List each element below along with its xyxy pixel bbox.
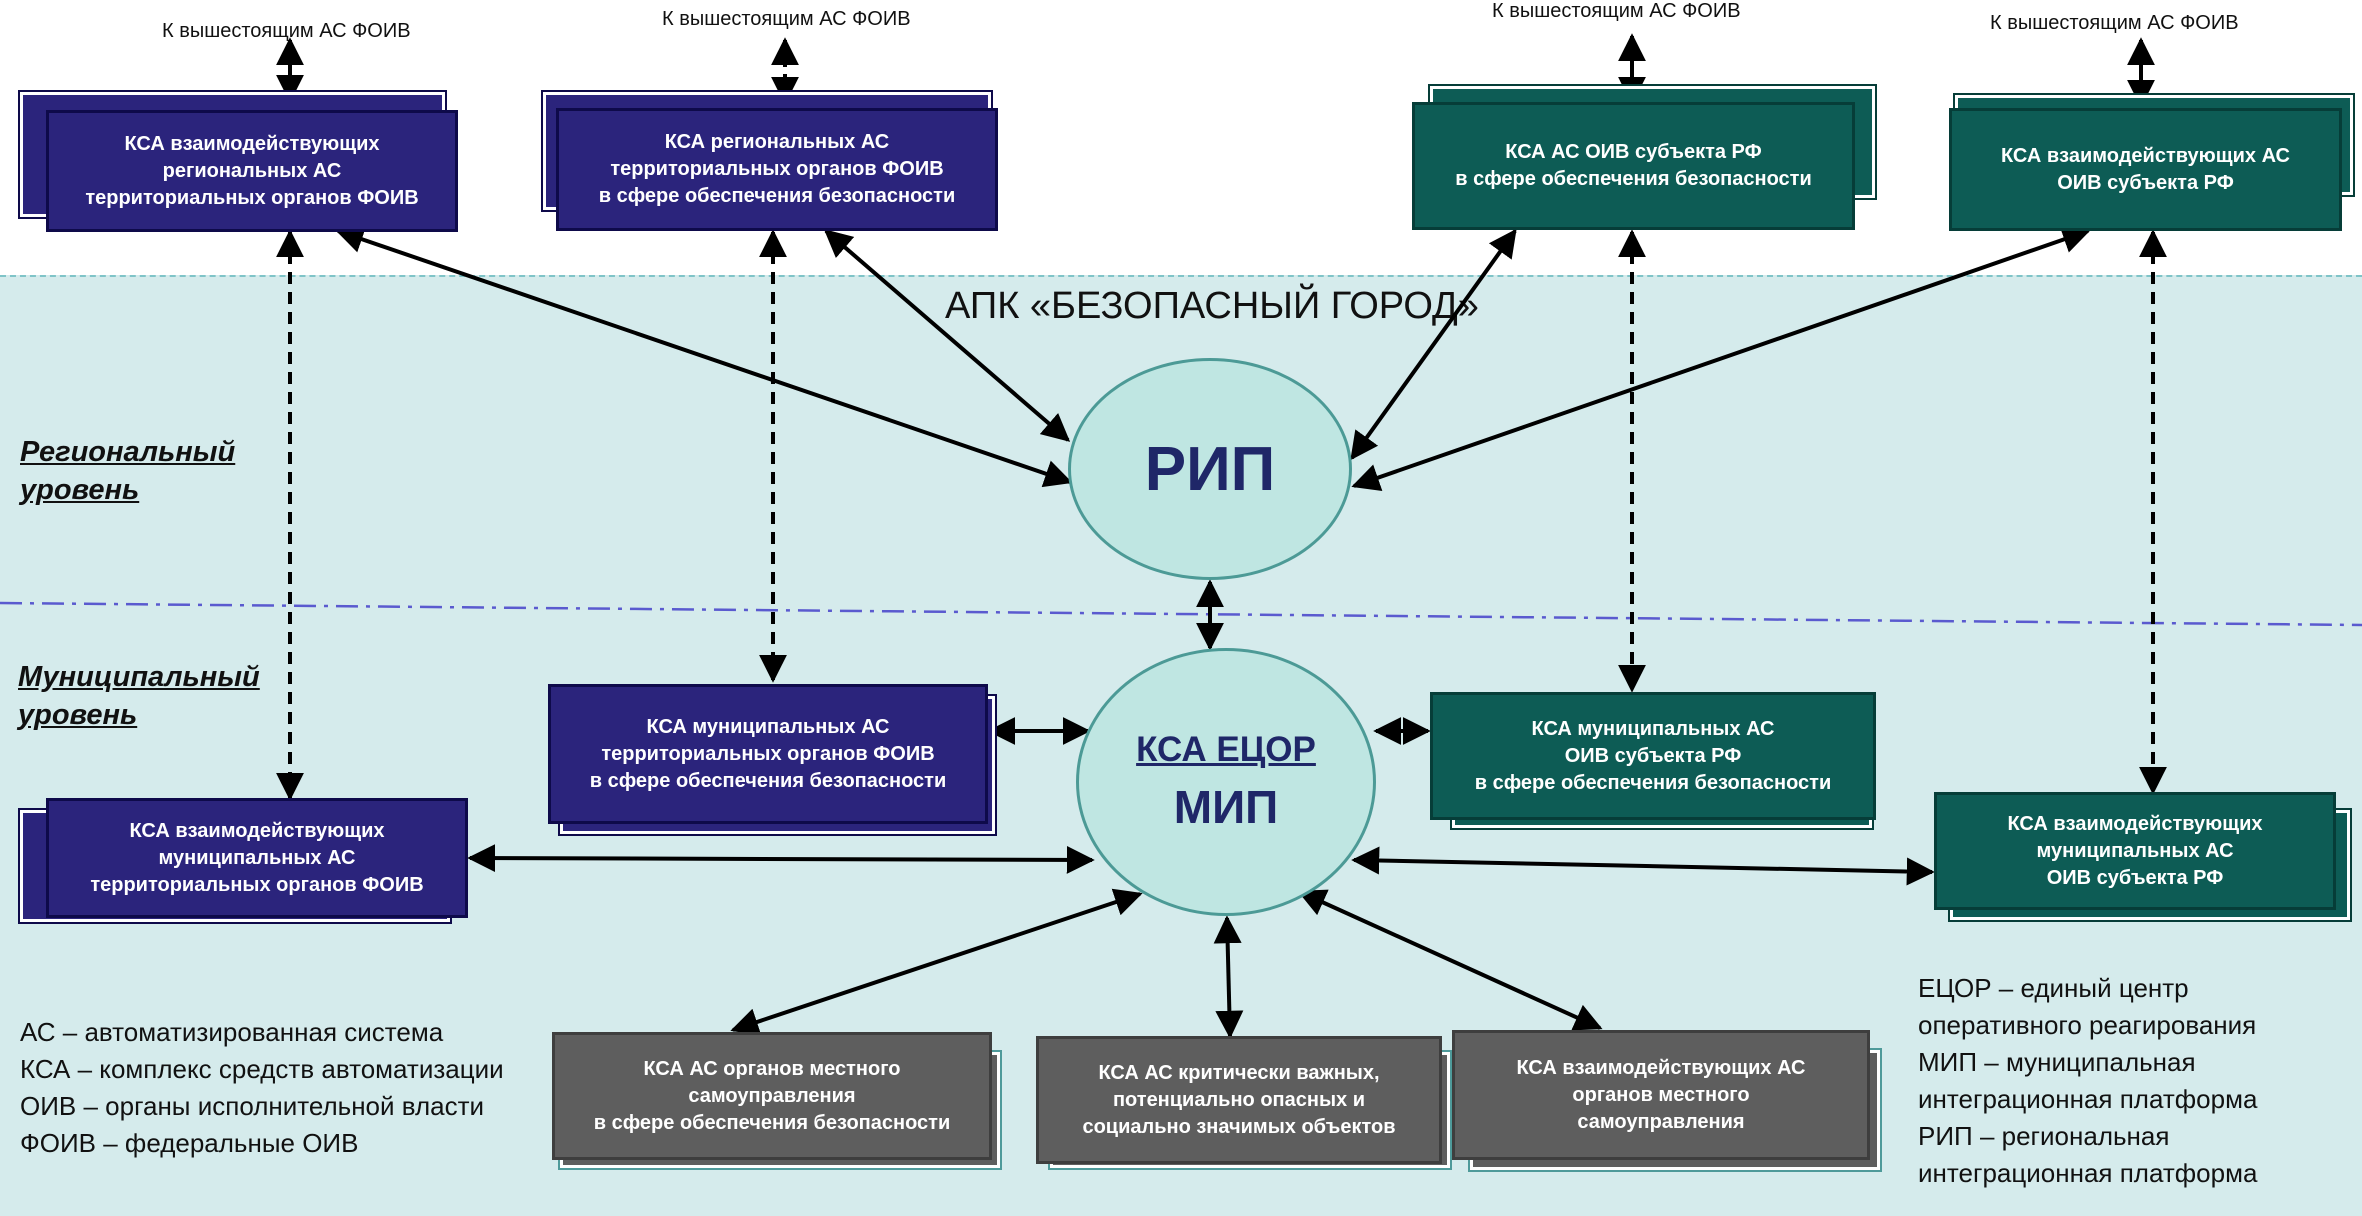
regional-level-label: Региональный уровень — [20, 436, 236, 506]
ecor-link[interactable]: КСА ЕЦОР — [1136, 730, 1316, 769]
higher-systems-label-3: К вышестоящим АС ФОИВ — [1492, 0, 1741, 22]
rip-label: РИП — [1144, 434, 1276, 504]
box-label: КСА взаимодействующих муниципальных АС О… — [2007, 812, 2263, 889]
municipal-level-label: Муниципальный уровень — [18, 661, 260, 731]
rip-platform-node[interactable]: РИП — [1068, 358, 1352, 580]
arrow-b2-rip — [823, 229, 1071, 442]
box-municipal-foiv-security[interactable]: КСА муниципальных АС территориальных орг… — [548, 684, 988, 824]
box-regional-foiv-security[interactable]: КСА региональных АС территориальных орга… — [556, 108, 998, 231]
box-label: КСА АС органов местного самоуправления в… — [593, 1057, 951, 1134]
box-local-government-interacting[interactable]: КСА взаимодействующих АС органов местног… — [1452, 1030, 1870, 1160]
higher-systems-label-1: К вышестоящим АС ФОИВ — [162, 20, 411, 42]
box-interacting-subject-oiv[interactable]: КСА взаимодействующих АС ОИВ субъекта РФ — [1949, 108, 2342, 231]
arrow-b1-rip — [335, 225, 1073, 488]
arrow-b7-mip — [467, 844, 1095, 874]
box-regional-interacting-foiv[interactable]: КСА взаимодействующих региональных АС те… — [46, 110, 458, 232]
legend-abbreviations-left: АС – автоматизированная система КСА – ко… — [20, 1017, 504, 1158]
box-local-government-security[interactable]: КСА АС органов местного самоуправления в… — [552, 1032, 992, 1160]
box-label: КСА региональных АС территориальных орга… — [598, 131, 956, 207]
box-label: КСА взаимодействующих муниципальных АС т… — [90, 819, 424, 896]
box-critical-objects[interactable]: КСА АС критически важных, потенциально о… — [1036, 1036, 1442, 1164]
arrow-mip-b10 — [1213, 915, 1244, 1039]
mip-platform-node[interactable]: КСА ЕЦОР МИП — [1076, 648, 1376, 916]
level-separator — [0, 601, 2362, 627]
arrow-mip-b9 — [730, 888, 1143, 1036]
arrow-b3-rip — [1350, 228, 1517, 461]
box-subject-oiv-security[interactable]: КСА АС ОИВ субъекта РФ в сфере обеспечен… — [1412, 102, 1855, 230]
box-label: КСА взаимодействующих АС ОИВ субъекта РФ — [2000, 144, 2291, 194]
box-municipal-interacting-foiv[interactable]: КСА взаимодействующих муниципальных АС т… — [46, 798, 468, 918]
box-label: КСА муниципальных АС ОИВ субъекта РФ в с… — [1474, 717, 1832, 794]
box-label: КСА взаимодействующих региональных АС те… — [85, 132, 419, 209]
arrow-mip-b11 — [1297, 889, 1603, 1031]
legend-abbreviations-right: ЕЦОР – единый центр оперативного реагиро… — [1918, 973, 2258, 1188]
box-label: КСА АС критически важных, потенциально о… — [1082, 1061, 1396, 1138]
box-label: КСА муниципальных АС территориальных орг… — [589, 715, 947, 792]
box-municipal-interacting-subject-oiv[interactable]: КСА взаимодействующих муниципальных АС О… — [1934, 792, 2336, 910]
higher-systems-label-2: К вышестоящим АС ФОИВ — [662, 8, 911, 30]
arrow-mip-b8 — [1351, 846, 1935, 886]
box-label: КСА взаимодействующих АС органов местног… — [1516, 1056, 1806, 1133]
arrow-b4-rip — [1351, 226, 2091, 491]
box-label: КСА АС ОИВ субъекта РФ в сфере обеспечен… — [1455, 141, 1812, 190]
higher-systems-label-4: К вышестоящим АС ФОИВ — [1990, 12, 2239, 34]
box-municipal-subject-oiv-security[interactable]: КСА муниципальных АС ОИВ субъекта РФ в с… — [1430, 692, 1876, 820]
mip-label: МИП — [1173, 781, 1279, 833]
